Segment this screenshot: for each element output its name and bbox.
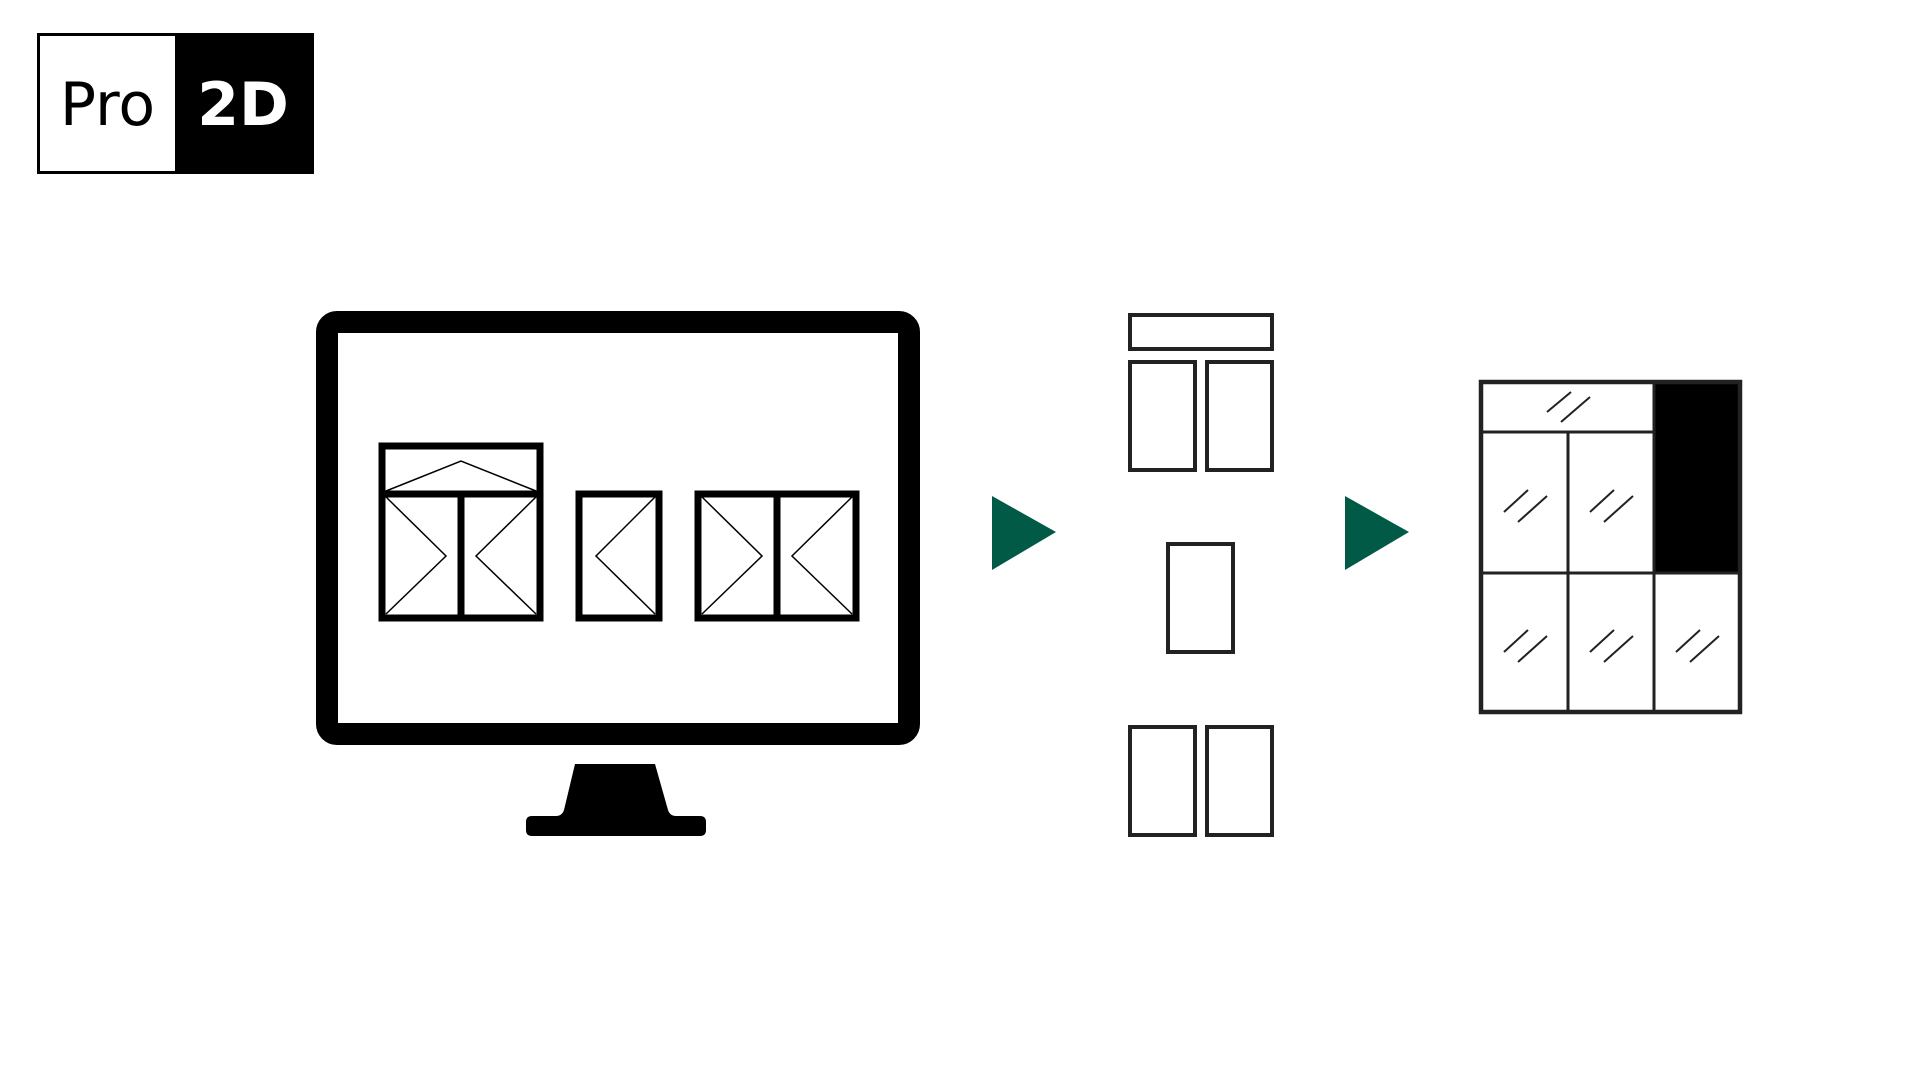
component-sash-left <box>1128 360 1197 472</box>
glass-reflection-marks <box>1503 391 1720 663</box>
arrow-right-icon <box>992 496 1056 570</box>
transom-frame <box>378 442 544 498</box>
sash-left <box>378 490 465 622</box>
component-sash-right <box>1205 360 1274 472</box>
monitor-icon <box>316 311 920 836</box>
sash-left-opening-mark <box>385 496 448 615</box>
single-window <box>575 490 663 622</box>
logo-2d-text: 2D <box>175 36 311 171</box>
single-window-opening-mark <box>594 496 656 615</box>
window-design-icon <box>378 442 860 622</box>
transom-opening-mark <box>385 460 537 492</box>
glazed-facade-icon <box>1478 379 1743 715</box>
frame-components-icon <box>1128 313 1274 837</box>
component-single <box>1166 542 1235 654</box>
component-transom <box>1128 313 1274 351</box>
pair-right <box>773 490 860 622</box>
pair-right-opening-mark <box>790 496 853 615</box>
facade-solid-panel <box>1654 382 1740 573</box>
monitor-screen-frame <box>316 311 920 745</box>
monitor-stand-icon <box>526 764 706 836</box>
pro2d-logo: Pro 2D <box>37 33 314 174</box>
facade-frame <box>1478 379 1743 715</box>
pair-left <box>694 490 781 622</box>
sash-right <box>457 490 544 622</box>
sash-right-opening-mark <box>474 496 537 615</box>
logo-pro-text: Pro <box>40 36 175 171</box>
component-pair-left <box>1128 725 1197 837</box>
component-pair-right <box>1205 725 1274 837</box>
pair-left-opening-mark <box>701 496 764 615</box>
arrow-right-icon <box>1345 496 1409 570</box>
